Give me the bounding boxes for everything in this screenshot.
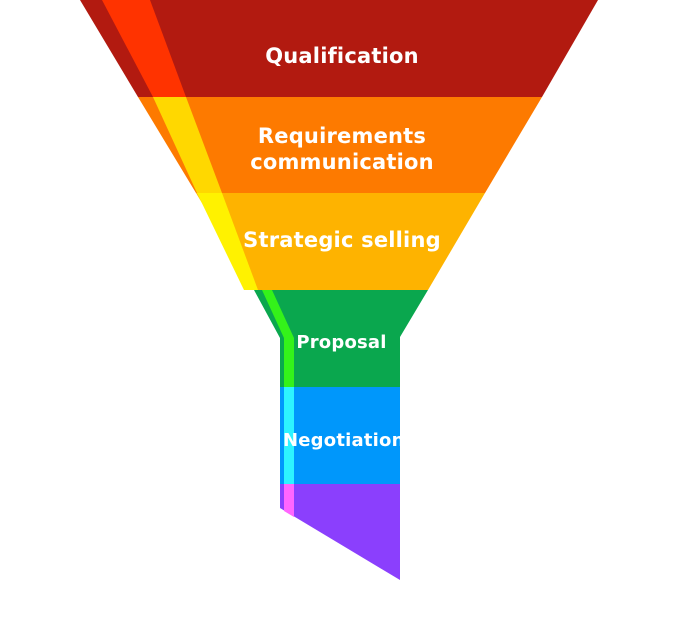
stage-band-strategic-selling — [196, 193, 485, 290]
highlight-streak-2 — [153, 97, 222, 193]
highlight-streak-4 — [262, 290, 294, 387]
highlight-streak-6 — [284, 484, 294, 517]
highlight-streak-1 — [102, 0, 186, 97]
highlight-streak-3 — [197, 193, 258, 290]
stage-band-qualification — [80, 0, 598, 97]
stage-label-strategic-selling: Strategic selling — [243, 228, 441, 252]
stage-band-final — [280, 484, 400, 580]
highlight-streak-5 — [284, 387, 294, 484]
stage-label-proposal: Proposal — [296, 332, 387, 353]
stage-label-requirements-communication: Requirements communication — [250, 124, 434, 174]
stage-band-negotiation — [280, 387, 400, 484]
stage-label-qualification: Qualification — [265, 44, 419, 68]
stage-label-negotiation: Negotiation — [283, 430, 405, 451]
stage-band-proposal — [254, 290, 428, 387]
stage-band-requirements — [138, 97, 542, 193]
